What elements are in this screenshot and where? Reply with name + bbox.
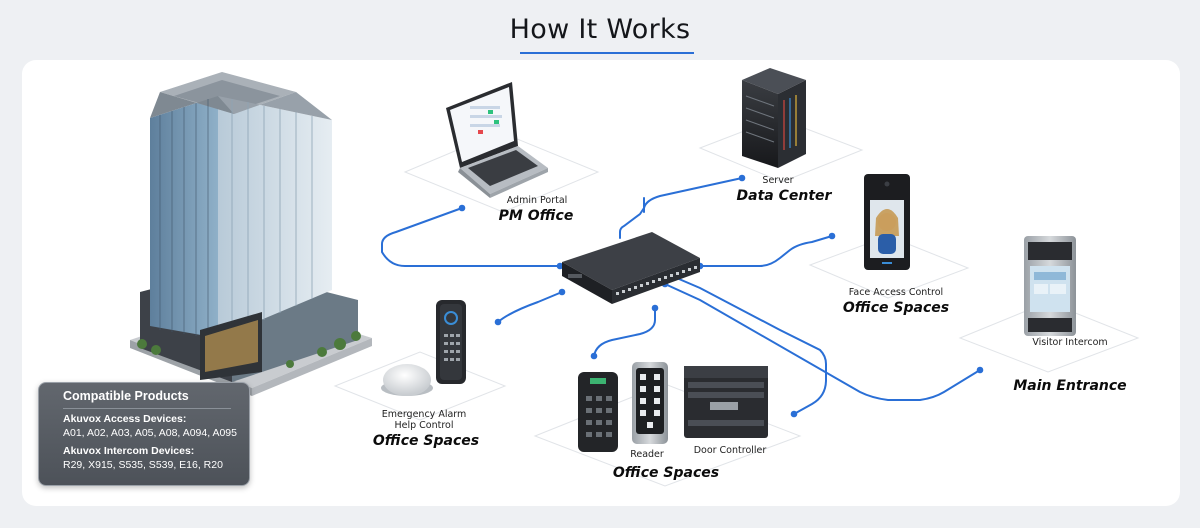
door-controller-label: Door Controller <box>693 445 767 456</box>
door-controller-icon <box>684 366 768 438</box>
compatible-products-divider <box>63 408 231 409</box>
floor-tile-visitor <box>958 301 1140 373</box>
endpoint-visitor <box>976 366 984 374</box>
link-admin-portal <box>381 207 561 267</box>
intercom-panel-icon <box>1024 236 1076 336</box>
main-entrance-label: Main Entrance <box>1013 378 1127 394</box>
compatible-products-title: Compatible Products <box>63 389 189 403</box>
endpoint-admin-portal <box>458 204 466 212</box>
intercom-devices-models: R29, X915, S535, S539, E16, R20 <box>63 459 223 471</box>
face-terminal-icon <box>864 174 910 270</box>
data-center-label: Data Center <box>736 188 832 204</box>
face-access-control-label: Face Access Control <box>848 287 944 298</box>
reader-label: Reader <box>630 449 664 460</box>
intercom-devices-heading: Akuvox Intercom Devices: <box>63 445 195 457</box>
title-underline <box>520 52 694 54</box>
endpoint-door-controller <box>790 410 798 418</box>
visitor-intercom-label: Visitor Intercom <box>1032 337 1108 348</box>
endpoint-switch-left <box>556 262 564 270</box>
link-visitor-intercom <box>664 283 981 401</box>
access-devices-heading: Akuvox Access Devices: <box>63 413 187 425</box>
office-building-icon <box>130 72 372 396</box>
endpoint-face-access <box>828 232 836 240</box>
link-emergency <box>497 291 563 323</box>
help-control-label: Help Control <box>394 420 454 431</box>
emergency-office-spaces-label: Office Spaces <box>372 433 480 449</box>
server-label: Server <box>762 175 794 186</box>
compatible-products-box: Compatible Products Akuvox Access Device… <box>38 382 250 486</box>
link-reader <box>593 307 656 357</box>
endpoint-reader <box>590 352 598 360</box>
endpoint-switch-bottom <box>651 304 659 312</box>
floor-tile-readers <box>533 383 802 487</box>
switch-ports <box>616 266 697 295</box>
server-rack-icon <box>742 68 806 168</box>
face-office-spaces-label: Office Spaces <box>842 300 950 316</box>
emergency-alarm-label: Emergency Alarm <box>381 409 467 420</box>
connection-lines <box>381 177 981 415</box>
admin-portal-label: Admin Portal <box>506 195 568 206</box>
link-data-center <box>619 177 743 239</box>
laptop-icon <box>446 82 548 198</box>
floor-tile-emergency <box>333 351 507 421</box>
pm-office-label: PM Office <box>498 208 574 224</box>
network-switch-icon <box>562 232 700 304</box>
endpoint-data-center <box>738 174 746 182</box>
page-title: How It Works <box>509 14 691 45</box>
readers-office-spaces-label: Office Spaces <box>612 465 720 481</box>
keypad-reader-icon <box>578 362 668 452</box>
access-devices-models: A01, A02, A03, A05, A08, A094, A095 <box>63 427 237 439</box>
floor-tile-face-access <box>808 235 970 299</box>
alarm-reader-icon <box>381 300 466 396</box>
link-door-controller <box>671 275 827 415</box>
link-face-access <box>699 235 833 267</box>
endpoint-switch-bottom-left <box>558 288 566 296</box>
endpoint-emergency <box>494 318 502 326</box>
